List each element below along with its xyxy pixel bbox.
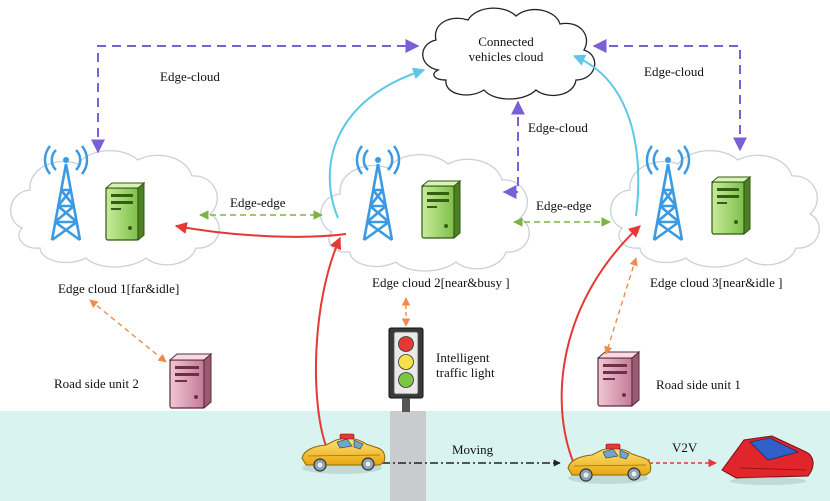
server-icon xyxy=(169,353,212,409)
edge-cloud-label-center: Edge-cloud xyxy=(528,120,588,135)
cloud-line-1: Connected xyxy=(478,34,534,49)
edge-cloud-link-right xyxy=(592,39,747,152)
edge-cloud-label-right: Edge-cloud xyxy=(644,64,704,79)
traffic-light-line-1: Intelligent xyxy=(436,350,490,365)
v2v-label: V2V xyxy=(672,440,698,455)
edge-edge-label-left: Edge-edge xyxy=(230,195,286,210)
edge-cloud-label-left: Edge-cloud xyxy=(160,69,220,84)
traffic-light-label: Intelligent traffic light xyxy=(436,350,495,380)
edge-cloud-link-left xyxy=(91,39,420,154)
edge-edge-label-right: Edge-edge xyxy=(536,198,592,213)
server-icon xyxy=(711,176,751,235)
rsu-2-label: Road side unit 2 xyxy=(54,376,139,391)
uplink-edge3-cloud xyxy=(572,54,640,217)
server-icon xyxy=(421,180,461,239)
traffic-light-line-2: traffic light xyxy=(436,365,495,380)
edge-cloud-1-label: Edge cloud 1[far&idle] xyxy=(58,281,180,296)
red-link-car-edge2 xyxy=(314,236,342,447)
edge-cloud-2-label: Edge cloud 2[near&busy ] xyxy=(372,275,510,290)
connected-vehicles-cloud xyxy=(422,7,596,100)
rsu-link-left xyxy=(89,299,167,363)
car-icon xyxy=(721,435,814,485)
crosswalk xyxy=(390,411,426,501)
rsu-link-right xyxy=(604,257,638,355)
connected-vehicles-cloud-label: Connected vehicles cloud xyxy=(450,34,562,64)
server-icon xyxy=(597,351,640,407)
moving-label: Moving xyxy=(452,442,494,457)
uplink-edge2-cloud xyxy=(328,67,426,219)
red-link-edge2-edge1 xyxy=(174,222,347,238)
traffic-light-icon xyxy=(388,327,424,412)
server-icon xyxy=(105,182,145,241)
rsu-1-label: Road side unit 1 xyxy=(656,377,741,392)
edge-cloud-link-center xyxy=(502,100,525,199)
edge-cloud-3-label: Edge cloud 3[near&idle ] xyxy=(650,275,783,290)
cloud-line-2: vehicles cloud xyxy=(468,49,544,64)
red-link-car-edge3 xyxy=(560,225,641,465)
